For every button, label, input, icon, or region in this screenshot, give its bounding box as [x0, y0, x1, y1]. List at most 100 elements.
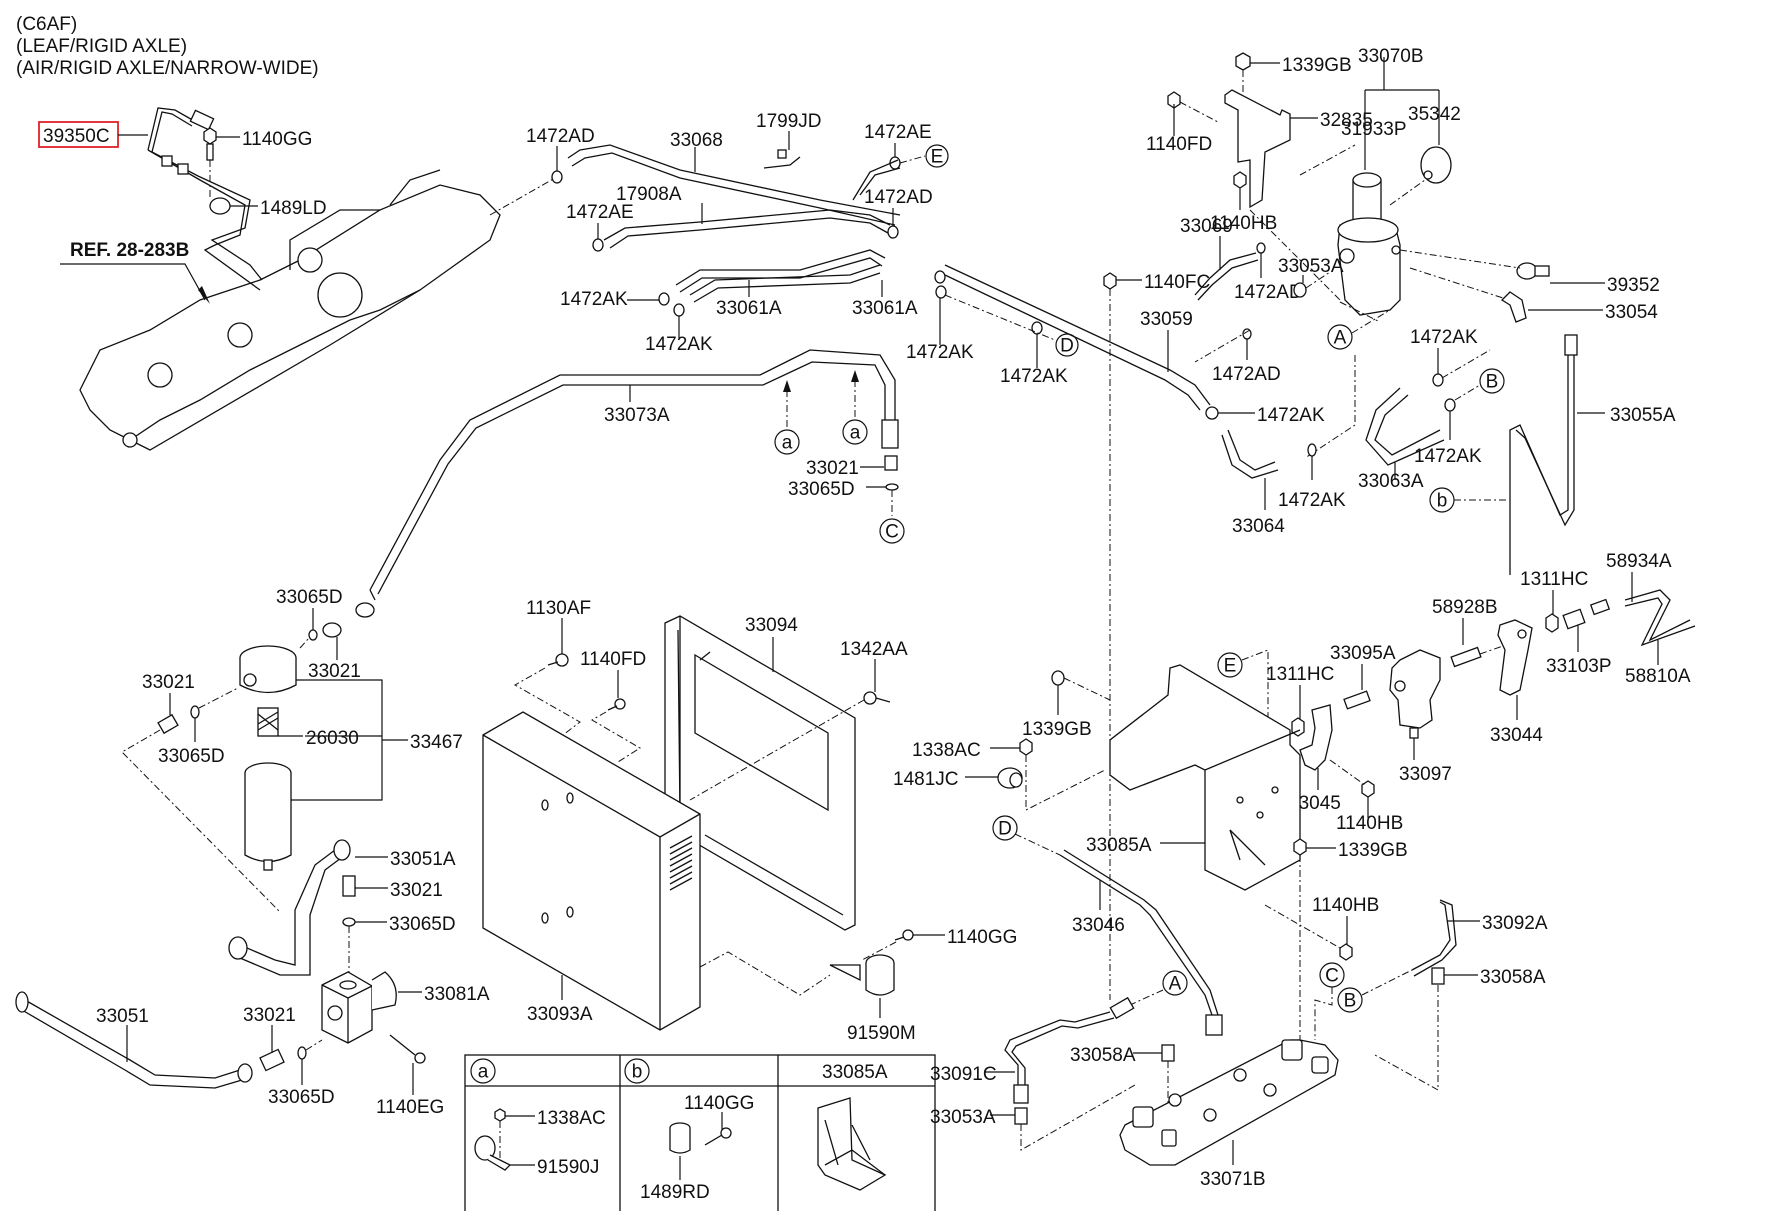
label-33094[interactable]: 33094 [745, 615, 798, 636]
sleeve-33103P[interactable] [1562, 608, 1586, 630]
label-33045[interactable]: 33045 [1288, 793, 1341, 814]
label-1489LD[interactable]: 1489LD [260, 198, 327, 219]
label-33065D-4[interactable]: 33065D [389, 914, 456, 935]
label-91590M[interactable]: 91590M [847, 1023, 916, 1044]
label-1472AK-8[interactable]: 1472AK [1414, 446, 1482, 467]
bolt-1140FC[interactable] [1103, 272, 1117, 290]
label-33021-3[interactable]: 33021 [142, 672, 195, 693]
label-1472AK-7[interactable]: 1472AK [1278, 490, 1346, 511]
pipe-33059[interactable] [944, 264, 1211, 411]
label-1339GB-1[interactable]: 1339GB [1282, 55, 1352, 76]
clamp-1472AD[interactable] [551, 170, 563, 184]
label-33065D-3[interactable]: 33065D [158, 746, 225, 767]
bolt-1140GG[interactable] [203, 127, 217, 161]
bolt-1140HB-2[interactable] [1361, 780, 1375, 798]
clamp-91590M[interactable] [829, 954, 895, 996]
label-33061A-1[interactable]: 33061A [716, 298, 782, 319]
bracket-33085A[interactable] [1109, 664, 1301, 891]
label-33085A[interactable]: 33085A [1086, 835, 1152, 856]
callout-D-2[interactable] [992, 815, 1018, 841]
label-1140EG[interactable]: 1140EG [376, 1097, 444, 1118]
label-1130AF[interactable]: 1130AF [526, 598, 591, 619]
label-33065D-1[interactable]: 33065D [788, 479, 855, 500]
label-33053A-1[interactable]: 33053A [1278, 256, 1344, 277]
nut-1339GB[interactable] [1235, 52, 1251, 71]
label-1472AK-1[interactable]: 1472AK [560, 289, 628, 310]
valve-assembly-33070B[interactable] [1337, 172, 1401, 316]
label-33070B[interactable]: 33070B [1358, 46, 1424, 67]
fitting-58928B[interactable] [1450, 646, 1482, 668]
clip-1481JC[interactable] [997, 767, 1023, 789]
label-33065D-5[interactable]: 33065D [268, 1087, 335, 1108]
label-26030[interactable]: 26030 [306, 728, 359, 749]
label-33051A[interactable]: 33051A [390, 849, 456, 870]
label-1140HB-1[interactable]: 1140HB [1210, 213, 1277, 234]
fitting-33021[interactable] [884, 455, 898, 471]
label-33021-5[interactable]: 33021 [243, 1005, 296, 1026]
hose-17908A[interactable] [603, 159, 901, 249]
label-1140GG-2[interactable]: 1140GG [947, 927, 1017, 948]
manifold-block-33071B[interactable] [1119, 1039, 1339, 1166]
clip-1489LD[interactable] [209, 197, 231, 215]
fitting-33058A-2[interactable] [1161, 1044, 1175, 1062]
strap-1799JD[interactable] [763, 149, 801, 169]
label-17908A[interactable]: 17908A [616, 184, 682, 205]
label-33059[interactable]: 33059 [1140, 309, 1193, 330]
label-33068[interactable]: 33068 [670, 130, 723, 151]
label-58934A[interactable]: 58934A [1606, 551, 1672, 572]
label-1338AC[interactable]: 1338AC [912, 740, 981, 761]
label-1481JC[interactable]: 1481JC [893, 769, 959, 790]
label-1140FC[interactable]: 1140FC [1144, 272, 1210, 293]
seal-33065D-5[interactable] [297, 1046, 307, 1060]
pipe-33073A[interactable] [369, 349, 899, 595]
label-33092A[interactable]: 33092A [1482, 913, 1548, 934]
label-33097[interactable]: 33097 [1399, 764, 1452, 785]
nut-1339GB-3[interactable] [1293, 838, 1307, 856]
fitting-33021-2[interactable] [322, 622, 342, 638]
callout-C-1[interactable] [879, 518, 905, 544]
filter-element-26030[interactable] [257, 707, 279, 737]
label-1472AE-2[interactable]: 1472AE [566, 202, 634, 223]
label-33065D-2[interactable]: 33065D [276, 587, 343, 608]
valve-block-33081A[interactable] [321, 971, 397, 1044]
label-33053A-2[interactable]: 33053A [930, 1107, 996, 1128]
fitting-33021-5[interactable] [259, 1048, 285, 1072]
label-1140HB-3[interactable]: 1140HB [1312, 895, 1379, 916]
pipe-33092A[interactable] [1411, 899, 1457, 977]
hose-33051A[interactable] [228, 839, 351, 976]
hose-33061A[interactable] [675, 249, 886, 303]
detail-label-91590J[interactable]: 91590J [537, 1157, 599, 1178]
label-32835[interactable]: 32835 [1320, 110, 1373, 131]
label-1339GB-3[interactable]: 1339GB [1338, 840, 1408, 861]
label-33103P[interactable]: 33103P [1546, 656, 1612, 677]
nut-1338AC[interactable] [1019, 738, 1033, 756]
label-1140HB-2[interactable]: 1140HB [1336, 813, 1403, 834]
label-58810A[interactable]: 58810A [1625, 666, 1691, 687]
control-box-33093A[interactable] [482, 711, 701, 1031]
callout-E-2[interactable] [1217, 652, 1243, 678]
detail-label-1338AC[interactable]: 1338AC [537, 1108, 606, 1129]
label-33081A[interactable]: 33081A [424, 984, 490, 1005]
bolt-1140FD[interactable] [607, 698, 626, 711]
label-1472AD-2[interactable]: 1472AD [864, 187, 933, 208]
hose-33064[interactable] [1221, 429, 1279, 479]
label-39350C[interactable]: 39350C [43, 126, 110, 147]
label-1472AE-1[interactable]: 1472AE [864, 122, 932, 143]
label-33061A-2[interactable]: 33061A [852, 298, 918, 319]
label-31933P[interactable]: 31933P [1341, 119, 1407, 140]
label-33095A[interactable]: 33095A [1330, 643, 1396, 664]
label-33467[interactable]: 33467 [410, 732, 463, 753]
filter-head[interactable] [239, 645, 297, 694]
label-33055A[interactable]: 33055A [1610, 405, 1676, 426]
label-1311HC-2[interactable]: 1311HC [1266, 664, 1334, 685]
filter-bowl[interactable] [244, 762, 292, 871]
label-33091C[interactable]: 33091C [930, 1064, 997, 1085]
fitting-33021-3[interactable] [157, 713, 179, 735]
pipe-33046[interactable] [1059, 849, 1223, 1036]
label-1311HC-1[interactable]: 1311HC [1520, 569, 1588, 590]
detail-label-1140GG[interactable]: 1140GG [684, 1093, 754, 1114]
fitting-33058A-1[interactable] [1431, 967, 1445, 985]
bracket-33044[interactable] [1497, 619, 1533, 696]
label-1472AK-2[interactable]: 1472AK [645, 334, 713, 355]
bolt-1140FD[interactable] [1167, 91, 1181, 109]
